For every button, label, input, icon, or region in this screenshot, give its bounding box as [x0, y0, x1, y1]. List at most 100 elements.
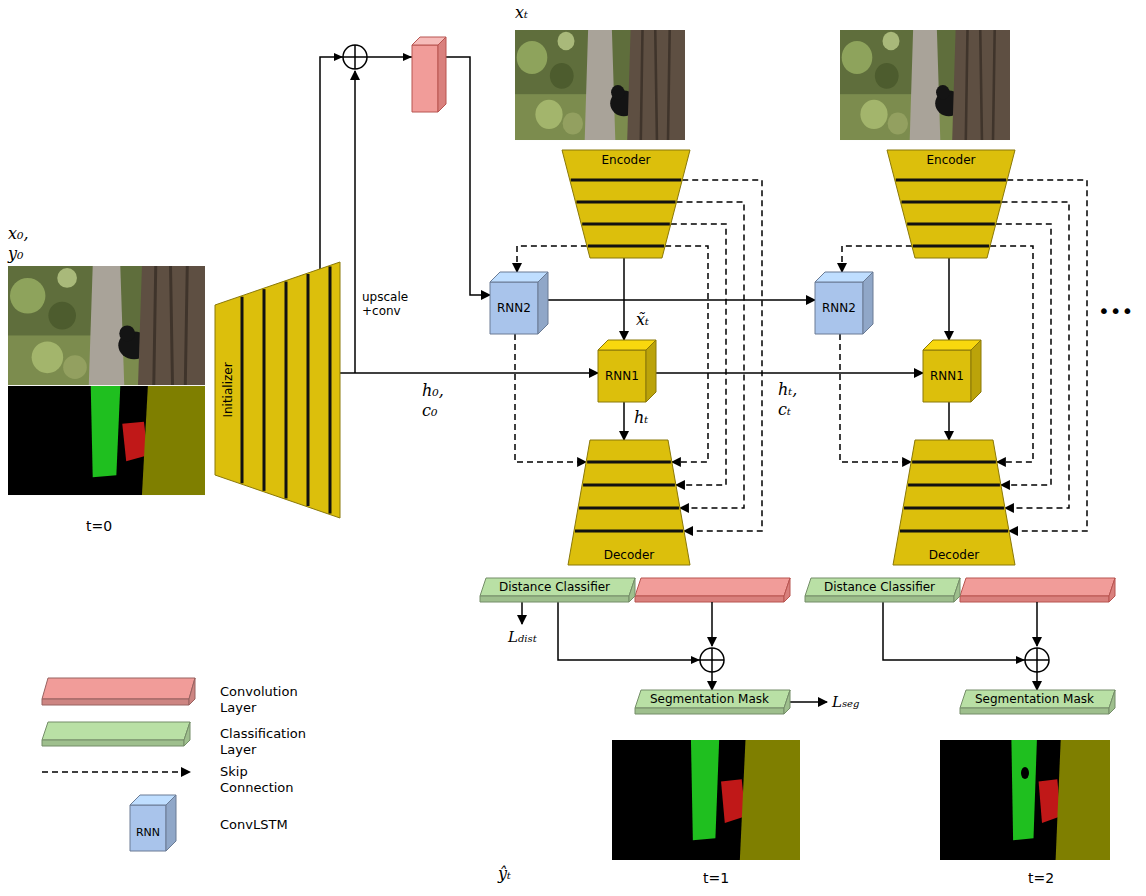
layer-bar	[908, 484, 1000, 487]
frame-image	[840, 30, 1010, 140]
node-shape	[568, 440, 690, 565]
node-label: RNN1	[930, 369, 964, 383]
sum-operator	[343, 45, 367, 69]
sum-cross	[1025, 648, 1049, 672]
legend-text: ConvLSTM	[220, 817, 288, 833]
layer-bar	[900, 530, 1008, 533]
legend-swatch	[42, 772, 190, 773]
layer-bar	[307, 274, 310, 506]
network-block: Encoder	[562, 150, 690, 258]
conv-side	[438, 37, 446, 112]
data-flow-arrow	[558, 602, 712, 690]
convlstm-cell: RNN2	[490, 272, 548, 334]
loss-leader	[790, 701, 827, 703]
slab-side	[784, 690, 790, 714]
sum-cross	[343, 45, 367, 69]
edge-label-box: h₀, c₀	[420, 381, 446, 421]
layer-bar	[901, 201, 1000, 204]
upscale-wire	[354, 71, 356, 373]
legend-entry: Skip Connection	[220, 764, 294, 796]
node-label: Initializer	[221, 362, 235, 417]
slab-side	[784, 578, 790, 602]
legend-text: Classification Layer	[220, 726, 306, 758]
slab-top	[960, 690, 1115, 708]
edge-label: h₀, c₀	[420, 381, 446, 421]
slab-side	[1109, 690, 1115, 714]
slab-side	[629, 578, 635, 602]
conv-wire	[1036, 602, 1038, 646]
legend-entry: Classification Layer	[220, 726, 306, 758]
node-label: Segmentation Mask	[650, 692, 769, 706]
label-box: xₜ	[515, 3, 528, 23]
label-box: ŷₜ	[498, 864, 511, 884]
layer-bar	[241, 297, 244, 484]
network-block: Decoder	[568, 440, 690, 565]
data-flow-arrow	[656, 372, 923, 374]
continuation-mark: •••	[1098, 300, 1133, 322]
layer-bar	[904, 507, 1004, 510]
trapezoid	[215, 262, 340, 518]
trapezoid	[562, 150, 690, 258]
convlstm-cell: RNN1	[598, 340, 656, 402]
input-frame	[8, 266, 205, 385]
trapezoid	[887, 150, 1015, 258]
data-flow-arrow	[883, 602, 1037, 690]
skip-connection	[840, 334, 911, 462]
trapezoid	[568, 440, 690, 565]
slab-front	[635, 708, 784, 714]
node-label: Decoder	[929, 548, 980, 562]
layer-bar	[587, 461, 671, 464]
arrow-head	[334, 53, 343, 61]
skip-connection	[665, 246, 708, 462]
data-flow-arrow	[948, 258, 950, 340]
layer-bar	[913, 245, 989, 248]
skip-connection	[515, 334, 586, 462]
cube-front	[923, 350, 971, 402]
cube-side	[166, 795, 176, 851]
node-label: Distance Classifier	[499, 580, 610, 594]
slab-top	[42, 678, 195, 699]
network-block: Decoder	[893, 440, 1015, 565]
layer-bar	[579, 507, 679, 510]
layer-bar	[285, 282, 288, 499]
legend-symbol-label: RNN	[136, 826, 160, 839]
layer-bar	[263, 289, 266, 491]
cube-side	[538, 272, 548, 334]
edge-label-box: hₜ, cₜ	[776, 380, 799, 420]
cube-front	[815, 282, 863, 334]
cube-side	[863, 272, 873, 334]
conv-wire	[711, 602, 713, 646]
skip-sample	[42, 771, 190, 773]
edge-label: x̃ₜ	[634, 310, 651, 330]
layer-bar	[896, 179, 1006, 182]
node-label: Encoder	[601, 153, 650, 167]
layer-bar	[582, 223, 670, 226]
slab-top	[480, 578, 635, 596]
sum-operator	[700, 648, 724, 672]
legend-swatch	[130, 795, 176, 851]
slab-front	[960, 596, 1109, 602]
sum-operator	[1025, 648, 1049, 672]
slab-front	[42, 740, 184, 746]
skip-connection	[996, 224, 1051, 485]
edge-label-box: x̃ₜ	[634, 310, 651, 330]
node-shape	[893, 440, 1015, 565]
node-label: Distance Classifier	[824, 580, 935, 594]
slab-top	[42, 722, 190, 740]
convolution-block	[412, 37, 446, 112]
input-label: xₜ	[515, 3, 528, 23]
skip-connection	[682, 180, 762, 531]
mask-hole	[1021, 767, 1029, 779]
cube-front	[130, 805, 166, 851]
output-label: ŷₜ	[498, 864, 511, 884]
layer-bar	[575, 530, 683, 533]
data-flow-arrow	[948, 402, 950, 440]
input-label: x₀, y₀	[8, 224, 29, 264]
legend-text: Skip Connection	[220, 764, 294, 796]
time-step: t=0	[86, 518, 112, 534]
skip-connection	[842, 246, 912, 272]
layer-bar	[571, 179, 681, 182]
sum-cross	[700, 648, 724, 672]
node-label: Decoder	[604, 548, 655, 562]
convolution-layer	[960, 578, 1115, 602]
